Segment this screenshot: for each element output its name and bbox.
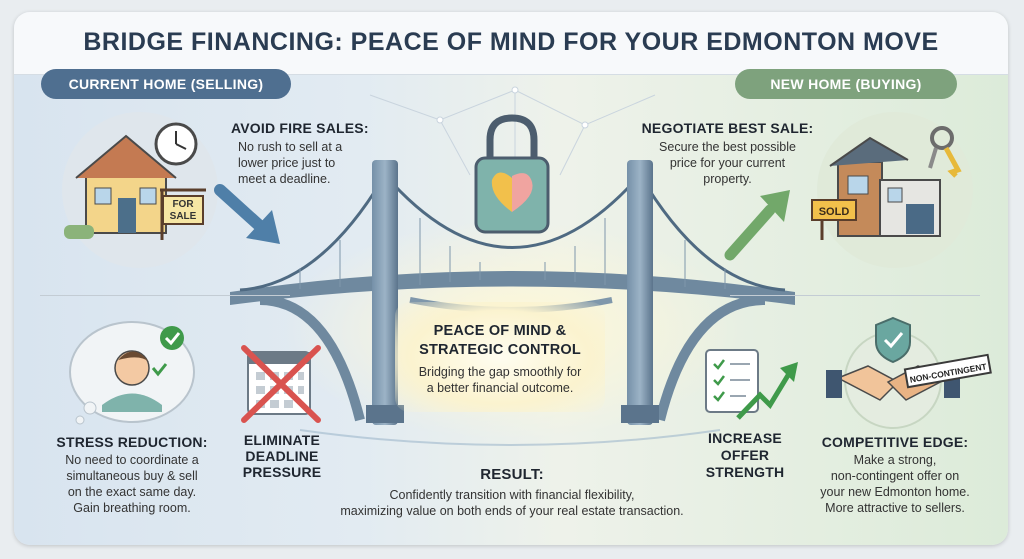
competitive-edge-heading: COMPETITIVE EDGE:: [821, 434, 969, 450]
current-home-pill: CURRENT HOME (SELLING): [41, 69, 291, 99]
eliminate-deadline-line: ELIMINATE: [243, 432, 321, 448]
stress-reduction-line: simultaneous buy & sell: [66, 469, 198, 483]
avoid-fire-sales-line: lower price just to: [238, 156, 336, 170]
infographic-card: BRIDGE FINANCING: PEACE OF MIND FOR YOUR…: [14, 12, 1008, 545]
result-block: RESULT: Confidently transition with fina…: [290, 466, 734, 519]
clock-icon: [154, 122, 198, 166]
eliminate-deadline-line: DEADLINE: [245, 448, 319, 464]
negotiate-best-sale-text: Secure the best possible price for your …: [640, 139, 815, 187]
new-house-icon: [811, 112, 973, 268]
competitive-edge-line: your new Edmonton home.: [820, 485, 970, 499]
avoid-fire-sales-line: No rush to sell at a: [238, 140, 343, 154]
competitive-edge-line: More attractive to sellers.: [825, 501, 965, 515]
stress-reduction-line: Gain breathing room.: [73, 501, 191, 515]
avoid-fire-sales-heading: AVOID FIRE SALES:: [231, 120, 369, 136]
increase-offer-line: STRENGTH: [705, 464, 785, 480]
for-sale-label-1: FOR: [172, 199, 194, 210]
negotiate-best-sale-line: Secure the best possible: [659, 140, 796, 154]
new-home-pill: NEW HOME (BUYING): [735, 69, 957, 99]
peace-of-mind-panel: [395, 302, 605, 412]
arrow-up-icon: [724, 190, 790, 261]
peace-of-mind-heading-line: STRATEGIC CONTROL: [419, 342, 581, 358]
person-icon: [69, 321, 195, 425]
checklist-icon: [705, 349, 798, 420]
stress-reduction-block: STRESS REDUCTION: No need to coordinate …: [42, 434, 222, 516]
stress-reduction-text: No need to coordinate a simultaneous buy…: [42, 452, 222, 516]
eliminate-deadline-block: ELIMINATE DEADLINE PRESSURE: [232, 432, 332, 480]
keys-icon: [928, 126, 962, 178]
avoid-fire-sales-text: No rush to sell at a lower price just to…: [238, 139, 375, 187]
non-contingent-stamp: [903, 353, 992, 389]
left-divider: [40, 295, 290, 296]
negotiate-best-sale-block: NEGOTIATE BEST SALE: Secure the best pos…: [640, 120, 815, 187]
heart-icon: [491, 172, 512, 212]
stress-reduction-heading: STRESS REDUCTION:: [56, 434, 208, 450]
competitive-edge-line: non-contingent offer on: [830, 469, 960, 483]
increase-offer-line: INCREASE: [708, 430, 782, 446]
lock-icon: [474, 114, 550, 234]
eliminate-deadline-line: PRESSURE: [242, 464, 322, 480]
competitive-edge-block: COMPETITIVE EDGE: Make a strong, non-con…: [805, 434, 985, 516]
calendar-icon: [241, 345, 321, 423]
title-bar: BRIDGE FINANCING: PEACE OF MIND FOR YOUR…: [14, 12, 1008, 75]
negotiate-best-sale-heading: NEGOTIATE BEST SALE:: [641, 120, 814, 136]
avoid-fire-sales-block: AVOID FIRE SALES: No rush to sell at a l…: [225, 120, 375, 187]
peace-of-mind-heading: PEACE OF MIND & STRATEGIC CONTROL: [395, 322, 605, 360]
increase-offer-block: INCREASE OFFER STRENGTH: [695, 430, 795, 481]
avoid-fire-sales-line: meet a deadline.: [238, 172, 331, 186]
bridge-icon: [230, 160, 795, 446]
result-line: Confidently transition with financial fl…: [389, 488, 635, 502]
peace-of-mind-line: a better financial outcome.: [426, 381, 574, 395]
result-heading: RESULT:: [480, 466, 544, 483]
result-line: maximizing value on both ends of your re…: [340, 504, 684, 518]
arrow-down-icon: [214, 184, 280, 244]
negotiate-best-sale-line: price for your current: [669, 156, 786, 170]
peace-of-mind-text: Bridging the gap smoothly for a better f…: [395, 364, 605, 396]
right-divider: [730, 295, 980, 296]
stress-reduction-line: on the exact same day.: [67, 485, 197, 499]
stress-reduction-line: No need to coordinate a: [65, 453, 199, 467]
page-title: BRIDGE FINANCING: PEACE OF MIND FOR YOUR…: [83, 28, 939, 56]
checkmark-icon: [151, 326, 184, 377]
peace-of-mind-heading-line: PEACE OF MIND &: [433, 323, 567, 339]
brain-icon: [512, 173, 533, 212]
negotiate-best-sale-line: property.: [703, 172, 752, 186]
peace-of-mind-line: Bridging the gap smoothly for: [418, 365, 582, 379]
peace-of-mind-block: PEACE OF MIND & STRATEGIC CONTROL Bridgi…: [395, 322, 605, 396]
for-sale-sign: [160, 188, 206, 240]
sold-label: SOLD: [819, 206, 850, 218]
for-sale-label-2: SALE: [170, 211, 197, 222]
network-lines: [369, 86, 656, 176]
increase-offer-line: OFFER: [720, 447, 770, 463]
result-text: Confidently transition with financial fl…: [290, 487, 734, 519]
competitive-edge-line: Make a strong,: [853, 453, 937, 467]
competitive-edge-text: Make a strong, non-contingent offer on y…: [805, 452, 985, 516]
